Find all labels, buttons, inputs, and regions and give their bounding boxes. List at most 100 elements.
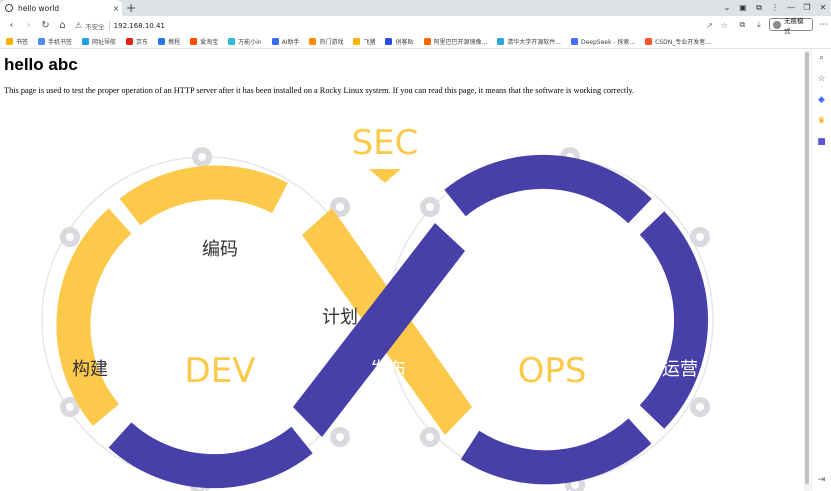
- restore-button[interactable]: ❐: [803, 3, 811, 12]
- bookmark-label: DeepSeek - 探索...: [580, 39, 636, 46]
- sec-label: SEC: [352, 123, 419, 163]
- bookmark-label: AI助手: [281, 39, 300, 46]
- page-content: hello abc This page is used to test the …: [0, 50, 804, 491]
- bookmark-label: CSDN_专业开发者...: [655, 39, 711, 46]
- ops-label: OPS: [518, 351, 587, 391]
- incognito-profile-button[interactable]: 无痕模式: [769, 17, 814, 35]
- bookmark-item[interactable]: 携程: [158, 37, 180, 46]
- dev-segment-build: [56, 208, 132, 426]
- bookmark-label: 网址导航: [92, 39, 117, 46]
- bookmark-favicon-icon: [353, 38, 361, 45]
- dev-ring: [56, 165, 288, 426]
- url-text[interactable]: 192.168.10.41: [113, 21, 165, 30]
- bookmark-star-icon[interactable]: ☆: [720, 21, 729, 30]
- bookmark-item[interactable]: 爱淘宝: [190, 37, 218, 46]
- avatar-icon: [773, 20, 782, 29]
- tab-close-icon[interactable]: ×: [112, 3, 120, 13]
- stage-plan-label: 计划: [322, 307, 358, 328]
- vertical-scrollbar[interactable]: [804, 50, 810, 491]
- bookmark-favicon-icon: [82, 38, 90, 45]
- bookmark-label: 飞猪: [363, 39, 376, 46]
- stage-deploy-label: 部署: [540, 239, 576, 260]
- toolbar: ‹ › ↻ ⌂ ⚠ 不安全 192.168.10.41 ↗ ☆ ⧉ ⤓ 无痕模式…: [0, 16, 831, 35]
- bookmark-item[interactable]: 阿里巴巴开源镜像...: [423, 37, 488, 46]
- bookmark-label: 创客贴: [395, 39, 414, 46]
- bookmark-item[interactable]: 飞猪: [353, 37, 375, 46]
- security-label[interactable]: 不安全: [85, 22, 105, 31]
- search-icon[interactable]: ⌕: [818, 53, 825, 63]
- bookmark-favicon-icon: [126, 38, 134, 45]
- expand-icon[interactable]: ⇥: [817, 475, 826, 485]
- collections-icon[interactable]: ⧉: [739, 19, 746, 29]
- bookmark-item[interactable]: 热门游戏: [309, 37, 343, 46]
- stage-release-label: 发布: [370, 359, 406, 380]
- bookmark-item[interactable]: 万能小in: [228, 37, 262, 46]
- puzzle-icon[interactable]: ⧉: [756, 3, 762, 12]
- ops-segment-monitor: [460, 418, 652, 485]
- page-paragraph: This page is used to test the proper ope…: [4, 86, 635, 95]
- window-controls: ⌄ ▣ ⧉ ⋮ — ❐ ✕: [719, 0, 831, 16]
- back-button[interactable]: ‹: [9, 20, 14, 31]
- stage-monitor-label: 监控: [540, 489, 576, 491]
- bookmark-favicon-icon: [6, 38, 13, 45]
- bookmark-label: 爱淘宝: [200, 39, 219, 46]
- bookmark-item[interactable]: AI助手: [271, 37, 300, 46]
- bookmark-item[interactable]: 创客贴: [385, 37, 414, 46]
- bookmark-favicon-icon: [190, 38, 198, 45]
- bookmark-label: 阿里巴巴开源镜像...: [433, 39, 488, 46]
- bookmark-label: 万能小in: [238, 39, 262, 46]
- tab-search-icon[interactable]: ⌄: [723, 3, 731, 12]
- profile-label: 无痕模式: [784, 16, 804, 35]
- ops-segment-operate: [639, 211, 709, 429]
- bookmark-item[interactable]: 网址导航: [82, 37, 116, 46]
- ops-ring: [108, 154, 709, 489]
- stage-operate-label: 运营: [662, 359, 698, 380]
- sec-arrow-icon: [369, 169, 401, 183]
- bookmark-label: 书签: [16, 39, 29, 46]
- bookmark-favicon-icon: [497, 38, 505, 45]
- page-heading: hello abc: [4, 55, 78, 74]
- divider-icon: ⋮: [771, 3, 779, 12]
- toolbar-actions: ⧉ ⤓ 无痕模式 ⋯: [734, 17, 831, 35]
- bookmark-item[interactable]: CSDN_专业开发者...: [645, 37, 711, 46]
- bookmark-label: 热门游戏: [319, 39, 344, 46]
- new-tab-button[interactable]: +: [125, 1, 137, 15]
- bookmark-favicon-icon: [271, 38, 279, 45]
- bookmark-favicon-icon: [423, 38, 431, 45]
- dev-segment-code: [119, 165, 288, 226]
- ops-segment-deploy: [444, 154, 652, 224]
- star-icon[interactable]: ☆: [817, 74, 826, 84]
- warning-icon[interactable]: ⚠: [75, 21, 83, 30]
- dev-label: DEV: [185, 351, 256, 391]
- bookmark-favicon-icon: [228, 38, 236, 45]
- minimize-button[interactable]: —: [787, 3, 795, 12]
- bookmark-favicon-icon: [158, 38, 166, 45]
- bookmark-label: 京东: [136, 39, 149, 46]
- devsecops-diagram: SEC DEV OPS 编码 构建 测试 计划 发布 部署 运营 监控: [41, 123, 714, 491]
- share-icon[interactable]: ↗: [706, 21, 713, 30]
- close-window-button[interactable]: ✕: [819, 3, 827, 12]
- stage-code-label: 编码: [202, 239, 238, 260]
- download-icon[interactable]: ⤓: [757, 19, 761, 29]
- address-bar[interactable]: ⚠ 不安全 192.168.10.41 ↗ ☆: [75, 18, 732, 33]
- bookmark-favicon-icon: [385, 38, 393, 45]
- bookmark-item[interactable]: 书签: [6, 37, 28, 46]
- bookmark-label: 手机书签: [48, 39, 73, 46]
- app-icon[interactable]: ■: [817, 137, 826, 147]
- home-button[interactable]: ⌂: [59, 20, 66, 31]
- game-icon[interactable]: ◆: [818, 95, 825, 105]
- crown-icon[interactable]: ♛: [817, 116, 826, 126]
- bookmark-label: 携程: [168, 39, 181, 46]
- bookmark-item[interactable]: DeepSeek - 探索...: [570, 37, 636, 46]
- extension-icon[interactable]: ▣: [739, 3, 747, 12]
- tab-hello-world[interactable]: hello world ×: [0, 0, 122, 16]
- stage-build-label: 构建: [72, 359, 108, 380]
- bookmark-item[interactable]: 京东: [126, 37, 148, 46]
- menu-icon[interactable]: ⋯: [819, 19, 829, 30]
- bookmark-item[interactable]: 手机书签: [38, 37, 72, 46]
- reload-button[interactable]: ↻: [41, 20, 50, 31]
- bookmark-item[interactable]: 清华大学开源软件...: [497, 37, 561, 46]
- forward-button[interactable]: ›: [26, 20, 31, 31]
- omnibox-divider: [108, 21, 110, 30]
- scroll-thumb[interactable]: [805, 52, 809, 484]
